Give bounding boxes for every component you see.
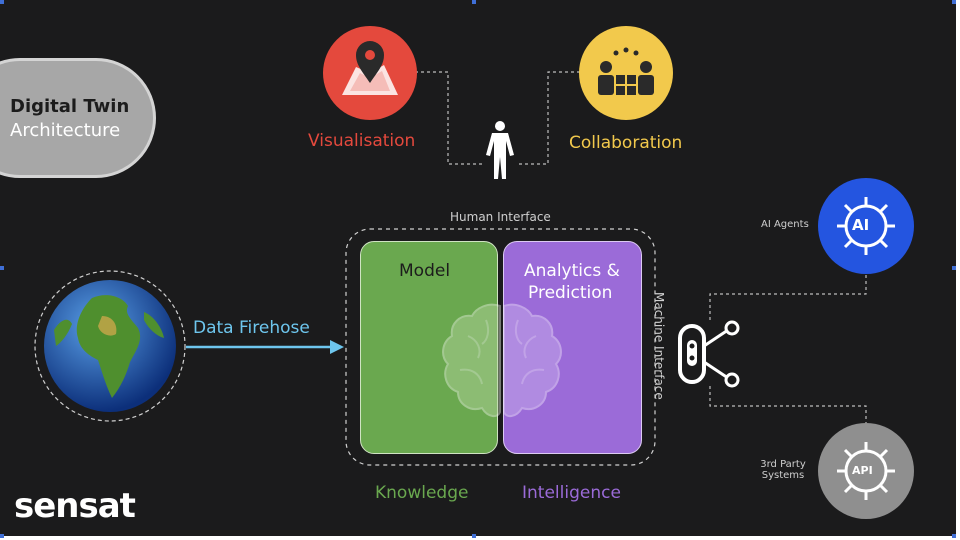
ai-agents-connector [709, 274, 867, 320]
model-label: Model [399, 261, 451, 281]
api-badge-label: API [852, 464, 873, 477]
analytics-box [503, 241, 642, 454]
selection-handle[interactable] [952, 0, 956, 4]
ai-agents-label: AI Agents [761, 219, 809, 230]
third-party-connector [709, 386, 867, 424]
collaboration-label: Collaboration [569, 133, 683, 153]
selection-handle[interactable] [472, 0, 476, 4]
globe-ring [34, 270, 186, 422]
sensat-logo: sensat [14, 486, 136, 526]
map-pin-icon [323, 26, 417, 120]
brain-icon [442, 303, 562, 418]
third-party-label: 3rd Party Systems [752, 459, 814, 481]
selection-handle[interactable] [952, 266, 956, 270]
machine-interface-label: Machine Interface [652, 292, 666, 400]
third-party-line-2: Systems [761, 470, 805, 481]
selection-handle[interactable] [472, 534, 476, 538]
title-line-1: Digital Twin [10, 96, 130, 117]
intelligence-label: Intelligence [522, 483, 621, 503]
third-party-line-1: 3rd Party [760, 459, 806, 470]
earth-globe-icon [44, 280, 176, 412]
knowledge-label: Knowledge [375, 483, 469, 503]
selection-handle[interactable] [0, 266, 4, 270]
title-line-2: Architecture [10, 120, 121, 141]
selection-handle[interactable] [0, 0, 4, 4]
collaboration-connector [518, 71, 580, 165]
selection-handle[interactable] [952, 534, 956, 538]
human-figure-icon [486, 121, 514, 179]
twin-core-frame [345, 228, 656, 466]
api-gear-icon [818, 423, 914, 519]
analytics-label-line-1: Analytics & [524, 261, 620, 281]
analytics-label-line-2: Prediction [528, 283, 613, 303]
robot-icon [678, 320, 740, 388]
data-firehose-label: Data Firehose [193, 318, 310, 338]
human-interface-label: Human Interface [450, 210, 551, 224]
collaboration-puzzle-icon [579, 26, 673, 120]
ai-badge-label: AI [852, 216, 870, 234]
title-pill [0, 58, 156, 178]
model-box [360, 241, 498, 454]
visualisation-connector [415, 71, 482, 165]
ai-chip-icon [818, 178, 914, 274]
data-firehose-arrow-head [330, 340, 344, 354]
visualisation-label: Visualisation [308, 131, 416, 151]
selection-handle[interactable] [0, 534, 4, 538]
